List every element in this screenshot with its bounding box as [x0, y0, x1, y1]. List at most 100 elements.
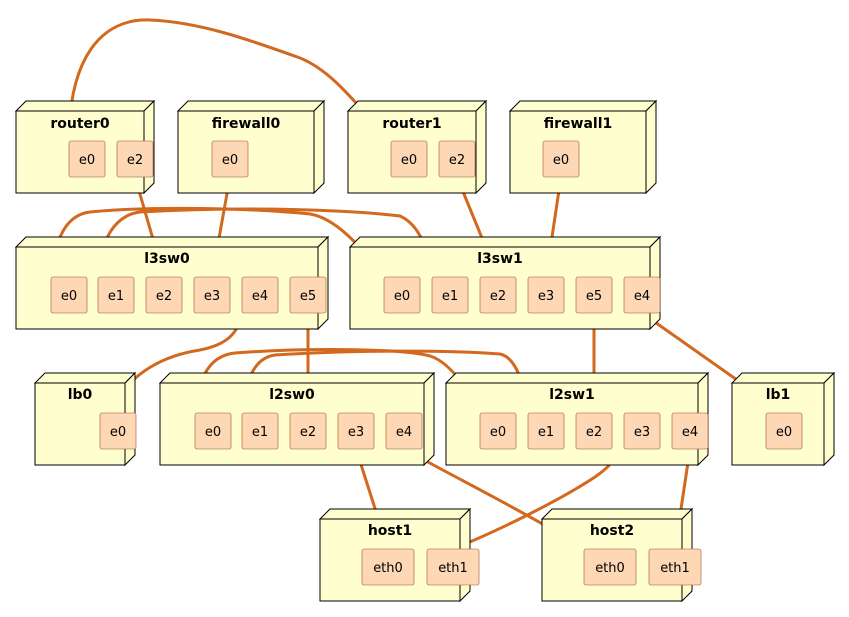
port-box	[575, 276, 613, 314]
port-label: eth0	[373, 561, 403, 576]
port-label: e2	[300, 425, 316, 440]
port-label: e0	[222, 153, 238, 168]
port-box	[289, 412, 327, 450]
node-top-face	[14, 100, 156, 112]
port-router1-e2[interactable]: e2	[438, 140, 476, 178]
port-label: e0	[776, 425, 792, 440]
node-title: host1	[368, 523, 412, 539]
node-title: l3sw1	[477, 251, 523, 267]
port-host2-eth0[interactable]: eth0	[583, 548, 637, 586]
node-title: l2sw1	[549, 387, 595, 403]
port-label: eth0	[595, 561, 625, 576]
port-box	[68, 140, 106, 178]
link-l2sw0-e1-to-l2sw1-e1[interactable]	[240, 349, 530, 415]
port-l3sw0-e2[interactable]: e2	[145, 276, 183, 314]
port-label: e0	[394, 289, 410, 304]
port-label: e2	[156, 289, 172, 304]
port-l3sw1-e5[interactable]: e5	[575, 276, 613, 314]
port-host1-eth0[interactable]: eth0	[361, 548, 415, 586]
node-l2sw1[interactable]: l2sw1 e0 e1 e2 e3 e4	[444, 371, 710, 467]
port-l2sw0-e1[interactable]: e1	[241, 412, 279, 450]
port-l3sw1-e2[interactable]: e2	[479, 276, 517, 314]
port-box	[289, 276, 327, 314]
port-label: e3	[634, 425, 650, 440]
port-l2sw0-e3[interactable]: e3	[337, 412, 375, 450]
port-box	[383, 276, 421, 314]
port-firewall1-e0[interactable]: e0	[542, 140, 580, 178]
port-box	[385, 412, 423, 450]
port-label: e3	[204, 289, 220, 304]
port-label: e3	[348, 425, 364, 440]
port-box	[390, 140, 428, 178]
port-router0-e2[interactable]: e2	[116, 140, 154, 178]
port-label: e4	[682, 425, 698, 440]
port-l2sw1-e3[interactable]: e3	[623, 412, 661, 450]
port-label: e0	[79, 153, 95, 168]
node-top-face	[318, 508, 472, 520]
port-host2-eth1[interactable]: eth1	[648, 548, 702, 586]
port-label: e5	[300, 289, 316, 304]
port-box	[337, 412, 375, 450]
port-label: e4	[634, 289, 650, 304]
port-lb1-e0[interactable]: e0	[765, 412, 803, 450]
port-firewall0-e0[interactable]: e0	[211, 140, 249, 178]
port-l3sw0-e0[interactable]: e0	[50, 276, 88, 314]
port-box	[648, 548, 702, 586]
port-box	[211, 140, 249, 178]
port-router0-e0[interactable]: e0	[68, 140, 106, 178]
port-box	[527, 412, 565, 450]
port-label: e0	[61, 289, 77, 304]
port-l3sw1-e1[interactable]: e1	[431, 276, 469, 314]
port-label: e1	[252, 425, 268, 440]
port-label: e0	[553, 153, 569, 168]
node-top-face	[14, 236, 330, 248]
port-l2sw1-e0[interactable]: e0	[479, 412, 517, 450]
port-l3sw0-e3[interactable]: e3	[193, 276, 231, 314]
port-l2sw0-e0[interactable]: e0	[194, 412, 232, 450]
port-l2sw1-e1[interactable]: e1	[527, 412, 565, 450]
port-host1-eth1[interactable]: eth1	[426, 548, 480, 586]
link-l2sw0-e0-to-l2sw1-e0[interactable]	[193, 348, 482, 415]
node-l3sw1[interactable]: l3sw1 e0 e1 e2 e3 e5 e4	[348, 235, 662, 331]
port-box	[431, 276, 469, 314]
port-box	[575, 412, 613, 450]
port-box	[426, 548, 480, 586]
port-label: eth1	[660, 561, 690, 576]
port-label: e4	[396, 425, 412, 440]
port-l3sw1-e0[interactable]: e0	[383, 276, 421, 314]
port-l3sw1-e4[interactable]: e4	[623, 276, 661, 314]
port-l3sw1-e3[interactable]: e3	[527, 276, 565, 314]
port-box	[479, 276, 517, 314]
port-l3sw0-e1[interactable]: e1	[97, 276, 135, 314]
port-router1-e0[interactable]: e0	[390, 140, 428, 178]
port-box	[97, 276, 135, 314]
port-label: e2	[490, 289, 506, 304]
node-title: firewall1	[544, 116, 613, 132]
link-l3sw0-e1-to-l3sw1-e1[interactable]	[96, 207, 434, 279]
link-router0-e0-to-router1-e0[interactable]	[67, 18, 393, 143]
port-l3sw0-e4[interactable]: e4	[241, 276, 279, 314]
port-lb0-e0[interactable]: e0	[99, 412, 137, 450]
port-l2sw0-e2[interactable]: e2	[289, 412, 327, 450]
port-label: e1	[442, 289, 458, 304]
port-box	[765, 412, 803, 450]
node-top-face	[348, 236, 662, 248]
node-firewall1[interactable]: firewall1 e0	[508, 99, 658, 195]
port-label: e0	[490, 425, 506, 440]
port-l2sw0-e4[interactable]: e4	[385, 412, 423, 450]
port-l2sw1-e2[interactable]: e2	[575, 412, 613, 450]
port-l2sw1-e4[interactable]: e4	[671, 412, 709, 450]
port-box	[145, 276, 183, 314]
port-l3sw0-e5[interactable]: e5	[289, 276, 327, 314]
port-box	[361, 548, 415, 586]
node-host1[interactable]: host1 eth0 eth1	[318, 507, 480, 603]
port-label: e1	[538, 425, 554, 440]
